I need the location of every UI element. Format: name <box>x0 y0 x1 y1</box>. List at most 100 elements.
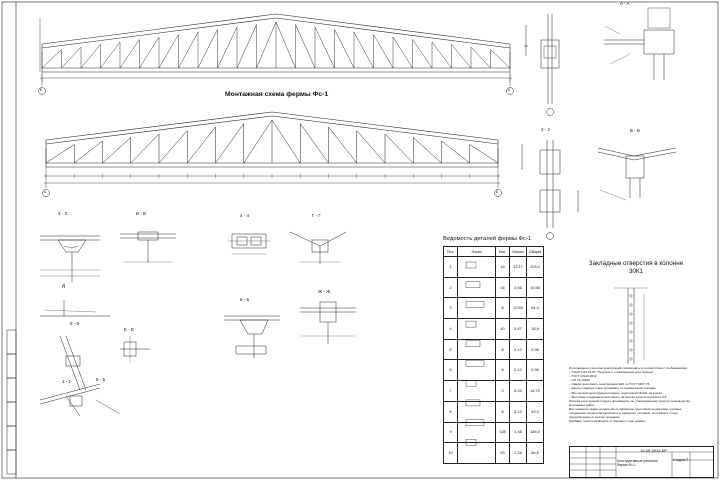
cell-mass: 0,47 <box>509 318 527 340</box>
cell-sketch <box>457 442 496 464</box>
cell-total: 0,96 <box>526 338 544 361</box>
cell-total: 0,96 <box>526 359 544 382</box>
section-label-44: 4 - 4 <box>240 213 250 218</box>
web-diagonal <box>353 31 374 69</box>
web-diagonal <box>314 26 335 69</box>
bolt-hole <box>629 330 633 334</box>
cell-mass: 1,48 <box>509 421 527 444</box>
web-diagonal <box>328 126 357 164</box>
note-line: – ГОСТ 23118-2012 <box>569 374 597 379</box>
axis-mark-mid-right: Б <box>496 190 499 194</box>
cell-total: 10,56 <box>526 276 544 299</box>
cell-mass: 6,24 <box>509 380 527 402</box>
section-label-gg: Г - Г <box>312 213 321 218</box>
cell-sketch <box>457 400 496 423</box>
section-label-33: 3 - 3 <box>58 211 68 216</box>
cell-sketch <box>457 338 496 361</box>
margin-stamp-cell <box>6 353 17 379</box>
title-main: Монтажная схема фермы Фс-1 <box>225 91 329 98</box>
column-section-top <box>524 14 560 116</box>
cell-mass: 0,12 <box>509 359 527 382</box>
cell-sketch <box>457 359 496 382</box>
note-line: – Все металлоконструкции покрыть грунтов… <box>569 390 662 395</box>
cell-total: 18,72 <box>526 380 544 402</box>
web-diagonal <box>392 36 413 69</box>
margin-stamp-cell <box>6 449 17 475</box>
web-diagonal <box>80 44 101 69</box>
detail-zhzh <box>300 301 356 344</box>
drawing-description: Конструктивные решения. Ферма Фс-1 <box>617 459 659 467</box>
bolt-hole <box>629 348 633 352</box>
web-diagonal <box>100 41 121 69</box>
section-label-55: 5 - 5 <box>70 321 80 326</box>
note-line: – Сварку выполнять электродами Э42 по ГО… <box>569 382 650 387</box>
column-section-22 <box>521 140 579 240</box>
cell-qty: 16 <box>495 276 510 299</box>
web-diagonal <box>215 123 244 164</box>
cell-total: 66,8 <box>526 442 544 464</box>
web-diagonal <box>451 44 472 69</box>
cell-mass: 0,12 <box>509 338 527 361</box>
section-label-vv: В - В <box>136 211 147 216</box>
section-label-bb: Б - Б <box>630 128 640 133</box>
axis-mark-top-right: Б <box>508 88 511 92</box>
web-diagonal <box>61 46 82 69</box>
cell-qty: 8 <box>495 338 510 361</box>
col-header-mass: Масса <box>509 246 527 257</box>
web-diagonal <box>334 29 355 69</box>
bolt-hole <box>629 303 633 307</box>
cell-sketch <box>457 276 496 299</box>
web-diagonal <box>243 119 273 164</box>
cell-mass: 0,66 <box>509 276 527 299</box>
col-header-total: Общая <box>526 246 544 257</box>
cell-mass: 13,17 <box>509 256 527 278</box>
web-diagonal <box>217 26 238 69</box>
node-bb <box>597 147 677 201</box>
top-chord-top <box>41 13 511 45</box>
web-diagonal <box>441 140 470 164</box>
note-line: – Катеты сварных швов принимать по наиме… <box>569 386 656 391</box>
cell-mass: 10,55 <box>509 297 527 320</box>
bolt-hole <box>629 321 633 325</box>
note-line: соединения элементов выполнять в заводск… <box>569 411 678 416</box>
detail-44 <box>228 233 270 255</box>
detail-11 <box>59 335 87 391</box>
cell-qty: 40 <box>495 318 510 340</box>
cell-total: 18,8 <box>526 318 544 340</box>
web-diagonal <box>356 130 386 164</box>
cell-sketch <box>457 256 496 278</box>
cell-pos: 8 <box>443 400 458 423</box>
cell-pos: 2 <box>443 276 458 299</box>
margin-stamp-cell <box>6 377 17 403</box>
web-diagonal <box>197 29 218 69</box>
cell-qty: 8 <box>495 359 510 382</box>
web-diagonal <box>470 46 491 69</box>
general-notes: Изготовление и монтаж конструкций произв… <box>569 366 699 423</box>
cell-mass: 6,12 <box>509 400 527 423</box>
web-diagonal <box>139 36 160 69</box>
note-line: Изготовление и монтаж конструкций произв… <box>569 366 688 370</box>
col-header-qty: Кол. <box>495 246 510 257</box>
col-header-sketch: Эскиз <box>457 246 496 257</box>
section-label-66: 6 - 6 <box>240 297 250 302</box>
cell-total: 189,4 <box>526 421 544 444</box>
drawing-stage: Стадия П <box>673 458 688 462</box>
web-diagonal <box>158 34 179 69</box>
detail-d <box>40 300 110 317</box>
drawing-code: 10-09-2024-КР <box>640 448 667 453</box>
web-diagonal <box>490 49 511 69</box>
axis-bubble-top-left <box>38 87 46 95</box>
bolt-hole <box>629 294 633 298</box>
axis-mark-top-left: Б <box>40 88 43 92</box>
note-line: Разбивку осей производить от базовых точ… <box>569 419 646 424</box>
web-diagonal <box>275 21 296 69</box>
section-label-ee: Е - Е <box>124 327 135 332</box>
note-line: Монтаж конструкций следует производить п… <box>569 398 690 403</box>
